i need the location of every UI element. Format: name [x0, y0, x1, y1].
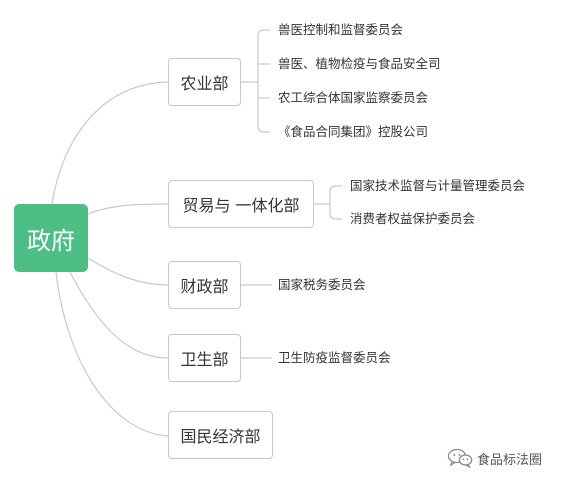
bracket-trade-top — [329, 185, 342, 204]
branch-trade-integration[interactable]: 贸易与 一体化部 — [168, 180, 314, 228]
leaf-veterinary-control[interactable]: 兽医控制和监督委员会 — [278, 22, 404, 37]
leaf-sanitary-epidemic[interactable]: 卫生防疫监督委员会 — [278, 350, 391, 365]
leaf-technical-metrology[interactable]: 国家技术监督与计量管理委员会 — [350, 178, 526, 193]
bracket-agriculture-top — [257, 29, 270, 82]
root-link-agriculture — [51, 81, 169, 205]
bracket-trade-bottom — [329, 204, 342, 220]
leaf-tax-committee[interactable]: 国家税务委员会 — [278, 277, 366, 292]
watermark-text: 食品标法圈 — [477, 452, 543, 468]
bracket-agriculture-bottom — [257, 82, 270, 133]
root-link-health — [69, 271, 169, 359]
wechat-icon — [447, 448, 473, 468]
root-link-trade — [87, 203, 169, 215]
leaf-food-contract-holding[interactable]: 《食品合同集团》控股公司 — [278, 124, 429, 139]
branch-national-economy[interactable]: 国民经济部 — [168, 411, 273, 459]
root-link-economy — [55, 271, 169, 437]
branch-finance[interactable]: 财政部 — [168, 261, 241, 309]
leaf-agro-inspection[interactable]: 农工综合体国家监察委员会 — [278, 90, 429, 105]
branch-agriculture[interactable]: 农业部 — [168, 58, 241, 106]
leaf-veterinary-food-safety[interactable]: 兽医、植物检疫与食品安全司 — [278, 56, 441, 71]
root-node[interactable]: 政府 — [14, 204, 88, 272]
branch-health[interactable]: 卫生部 — [168, 334, 241, 382]
watermark: 食品标法圈 — [447, 447, 542, 469]
leaf-consumer-protection[interactable]: 消费者权益保护委员会 — [350, 211, 476, 226]
root-link-finance — [87, 257, 169, 286]
